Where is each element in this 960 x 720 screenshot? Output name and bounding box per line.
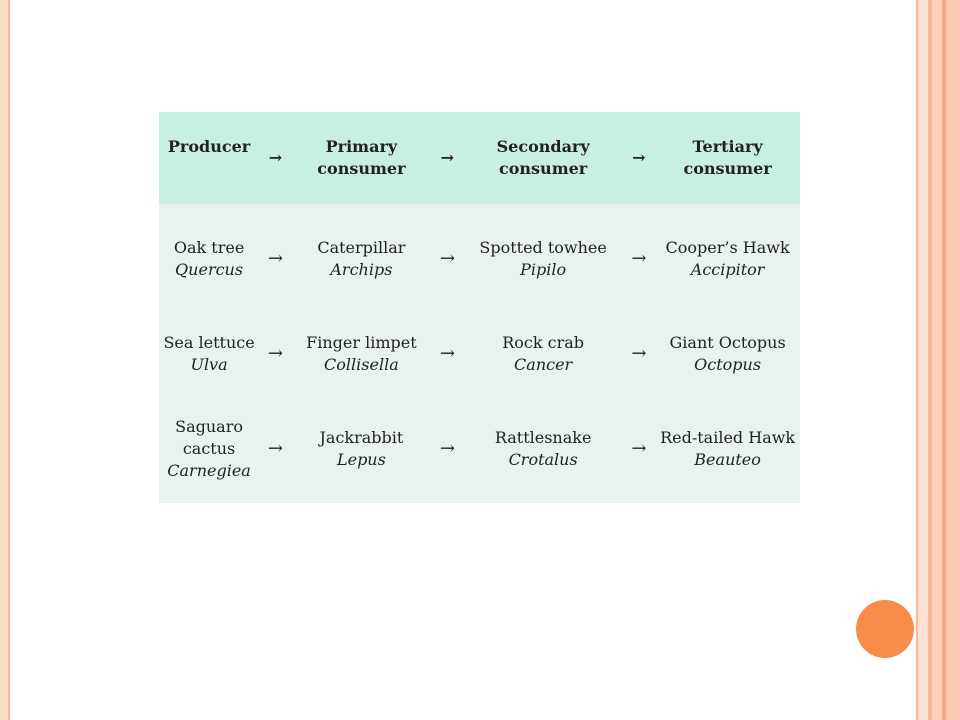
- genus-name: Lepus: [336, 449, 386, 469]
- arrow-icon: →: [439, 248, 455, 269]
- common-name: Oak tree: [173, 238, 245, 257]
- arrow-icon: →: [439, 437, 455, 459]
- common-name: Jackrabbit: [319, 427, 404, 447]
- left-decorative-border: [0, 0, 10, 720]
- common-name: Red-tailed Hawk: [660, 427, 796, 447]
- genus-name: Beauteo: [694, 449, 761, 469]
- common-name: Rock crab: [502, 333, 585, 352]
- decorative-circle: [856, 600, 914, 658]
- common-name: Spotted towhee: [479, 238, 607, 257]
- header-primary-consumer: Primary consumer: [317, 137, 406, 178]
- common-name: Caterpillar: [317, 238, 406, 257]
- genus-name: Carnegiea: [167, 460, 251, 480]
- common-name: Cooper’s Hawk: [665, 238, 790, 257]
- genus-name: Collisella: [324, 355, 399, 374]
- genus-name: Accipitor: [690, 260, 765, 279]
- arrow-icon: →: [632, 148, 646, 167]
- header-secondary-consumer: Secondary consumer: [496, 137, 590, 178]
- arrow-icon: →: [267, 248, 283, 269]
- genus-name: Archips: [330, 260, 393, 279]
- genus-name: Pipilo: [520, 260, 567, 279]
- right-decorative-stripes: [916, 0, 960, 720]
- header-tertiary-consumer: Tertiary consumer: [683, 137, 772, 178]
- common-name: Giant Octopus: [669, 333, 786, 352]
- arrow-icon: →: [267, 343, 283, 364]
- common-name: Rattlesnake: [494, 427, 592, 447]
- common-name: Sea lettuce: [163, 333, 255, 352]
- arrow-icon: →: [440, 148, 455, 167]
- food-chain-table: Producer → Primary consumer → Secondary …: [159, 112, 800, 503]
- header-row: Producer → Primary consumer → Secondary …: [159, 112, 800, 204]
- arrow-icon: →: [631, 248, 647, 269]
- arrow-icon: →: [268, 148, 283, 167]
- genus-name: Octopus: [694, 355, 762, 374]
- genus-name: Cancer: [514, 355, 573, 374]
- arrow-icon: →: [631, 343, 647, 364]
- genus-name: Quercus: [175, 260, 244, 279]
- arrow-icon: →: [439, 343, 455, 364]
- genus-name: Crotalus: [508, 449, 578, 469]
- common-name: Saguaro cactus: [175, 416, 243, 458]
- common-name: Finger limpet: [306, 333, 417, 352]
- arrow-icon: →: [267, 437, 283, 459]
- arrow-icon: →: [631, 437, 647, 459]
- genus-name: Ulva: [190, 355, 228, 374]
- header-producer: Producer: [167, 137, 251, 156]
